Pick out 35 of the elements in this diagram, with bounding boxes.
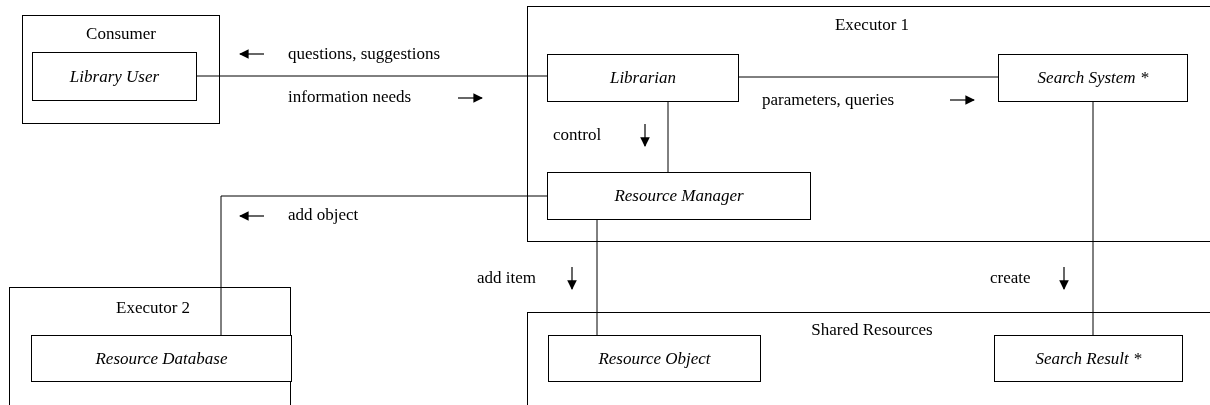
- connector-line: [1092, 101, 1094, 336]
- flow-label: add object: [288, 205, 359, 225]
- connector-line: [738, 76, 999, 78]
- connector-line: [596, 219, 598, 336]
- component-name: Resource Database: [95, 348, 228, 369]
- component-box: [998, 54, 1188, 102]
- component-name: Resource Manager: [614, 186, 744, 206]
- container-title: Consumer: [85, 24, 157, 44]
- container-box: [22, 15, 220, 124]
- component-name: Library User: [69, 66, 160, 87]
- container-title: Executor 1: [833, 15, 911, 35]
- component-box: [31, 335, 292, 382]
- component-name: Search Result *: [1035, 348, 1142, 369]
- component-box: [547, 172, 811, 220]
- container-box: [9, 287, 291, 405]
- component-box: [32, 52, 197, 101]
- flow-label: parameters, queries: [762, 90, 895, 110]
- flow-label: control: [553, 125, 602, 145]
- connector-line: [196, 75, 548, 77]
- component-name: Resource Object: [598, 348, 711, 369]
- container-title: Shared Resources: [810, 320, 934, 340]
- flow-label: information needs: [288, 87, 412, 107]
- component-name: Librarian: [609, 68, 677, 88]
- component-box: [548, 335, 761, 382]
- container-box: [527, 312, 1210, 405]
- container-box: [527, 6, 1210, 242]
- flow-label: create: [990, 268, 1031, 288]
- component-box: [547, 54, 739, 102]
- flow-label: add item: [477, 268, 536, 288]
- component-box: [994, 335, 1183, 382]
- component-name: Search System *: [1037, 68, 1149, 88]
- flow-label: questions, suggestions: [288, 44, 441, 64]
- connector-line: [220, 195, 548, 336]
- connector-line: [667, 101, 669, 173]
- container-title: Executor 2: [116, 298, 191, 318]
